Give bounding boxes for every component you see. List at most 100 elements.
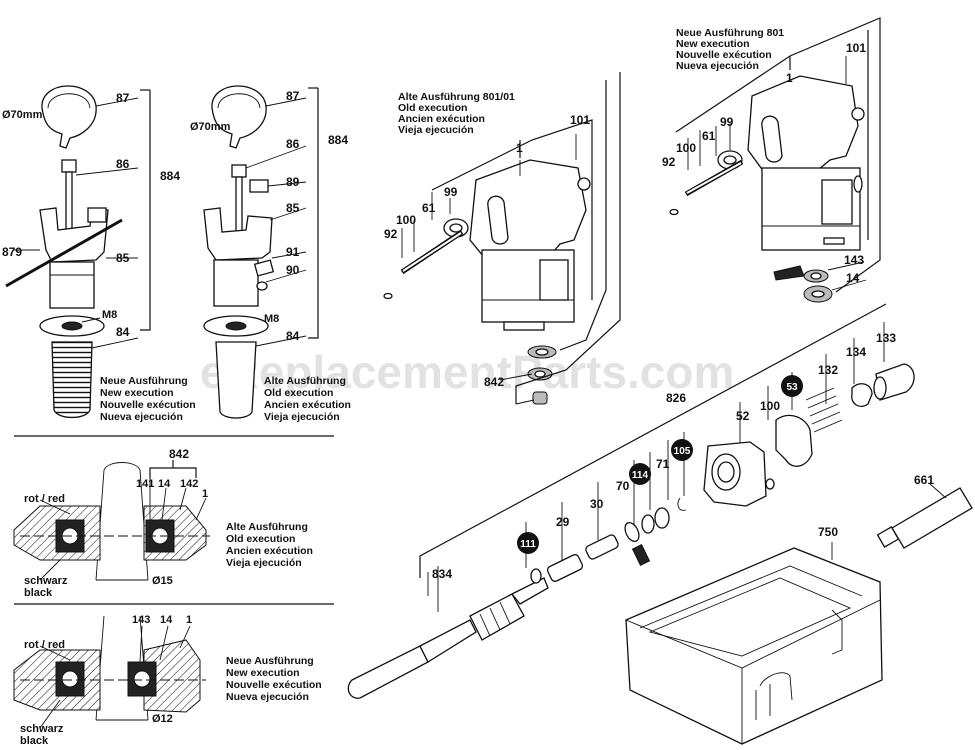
part-number-143: 143 bbox=[844, 253, 864, 267]
svg-text:New execution: New execution bbox=[100, 387, 174, 399]
gear-housing-new bbox=[669, 17, 881, 303]
svg-text:Nouvelle exécution: Nouvelle exécution bbox=[100, 399, 196, 411]
part-number-100-new: 100 bbox=[676, 141, 696, 155]
part-number-101-old: 101 bbox=[570, 113, 590, 127]
svg-text:Ancien exécution: Ancien exécution bbox=[398, 113, 485, 125]
part-number-30: 30 bbox=[590, 497, 604, 511]
gear-housing-old bbox=[383, 72, 621, 405]
diameter-label-12: Ø12 bbox=[152, 713, 173, 725]
part-number-92-new: 92 bbox=[662, 155, 676, 169]
svg-text:Nouvelle exécution: Nouvelle exécution bbox=[676, 49, 772, 61]
svg-text:Ancien exécution: Ancien exécution bbox=[226, 545, 313, 557]
part-number-89: 89 bbox=[286, 175, 300, 189]
svg-text:Old execution: Old execution bbox=[398, 102, 467, 114]
part-number-661: 661 bbox=[914, 473, 934, 487]
caption-new-execution-detail: Neue Ausführung New execution Nouvelle e… bbox=[226, 655, 322, 703]
diameter-label-15: Ø15 bbox=[152, 575, 173, 587]
part-number-132: 132 bbox=[818, 363, 838, 377]
bearing-detail-old bbox=[13, 460, 210, 581]
part-number-884-old: 884 bbox=[328, 133, 348, 147]
svg-text:Neue Ausführung 801: Neue Ausführung 801 bbox=[676, 27, 784, 39]
part-number-14-detail-new: 14 bbox=[160, 614, 173, 626]
svg-text:Neue Ausführung: Neue Ausführung bbox=[100, 375, 188, 387]
badge-105: 105 bbox=[671, 439, 693, 461]
part-number-133: 133 bbox=[876, 331, 896, 345]
part-number-86-old: 86 bbox=[286, 137, 300, 151]
svg-text:Alte Ausführung: Alte Ausführung bbox=[264, 375, 346, 387]
svg-text:105: 105 bbox=[674, 446, 691, 457]
part-number-750: 750 bbox=[818, 525, 838, 539]
diameter-label-70mm-old: Ø70mm bbox=[190, 121, 231, 133]
svg-text:Nueva ejecución: Nueva ejecución bbox=[100, 411, 183, 423]
svg-text:Vieja ejecución: Vieja ejecución bbox=[398, 124, 474, 136]
badge-53: 53 bbox=[781, 375, 803, 397]
part-number-84: 84 bbox=[116, 325, 130, 339]
thread-label-m8: M8 bbox=[102, 309, 117, 321]
part-number-61-old: 61 bbox=[422, 201, 436, 215]
part-number-826: 826 bbox=[666, 391, 686, 405]
handle-assembly-new bbox=[5, 85, 151, 419]
part-number-100-old: 100 bbox=[396, 213, 416, 227]
diameter-label-70mm: Ø70mm bbox=[2, 109, 43, 121]
part-number-99-new: 99 bbox=[720, 115, 734, 129]
svg-text:Ancien exécution: Ancien exécution bbox=[264, 399, 351, 411]
part-number-70: 70 bbox=[616, 479, 630, 493]
part-number-87-old: 87 bbox=[286, 89, 300, 103]
thread-label-m8-old: M8 bbox=[264, 313, 279, 325]
part-number-842-detail: 842 bbox=[169, 447, 189, 461]
carrying-case bbox=[625, 542, 883, 745]
part-number-91: 91 bbox=[286, 245, 300, 259]
caption-old-execution-handle: Alte Ausführung Old execution Ancien exé… bbox=[264, 375, 351, 423]
svg-text:New execution: New execution bbox=[676, 38, 750, 50]
caption-old-execution-detail: Alte Ausführung Old execution Ancien exé… bbox=[226, 521, 313, 569]
caption-new-execution-housing: Neue Ausführung 801 New execution Nouvel… bbox=[676, 27, 784, 72]
label-rot-red: rot / red bbox=[24, 493, 65, 505]
label-schwarz-new: schwarz bbox=[20, 723, 64, 735]
svg-text:Alte Ausführung: Alte Ausführung bbox=[226, 521, 308, 533]
caption-new-execution-left: Neue Ausführung New execution Nouvelle e… bbox=[100, 375, 196, 423]
part-number-99-old: 99 bbox=[444, 185, 458, 199]
label-schwarz: schwarz bbox=[24, 575, 68, 587]
part-number-879: 879 bbox=[2, 245, 22, 259]
svg-text:Old execution: Old execution bbox=[226, 533, 295, 545]
part-number-71: 71 bbox=[656, 457, 670, 471]
handle-assembly-old bbox=[203, 85, 319, 419]
svg-text:New execution: New execution bbox=[226, 667, 300, 679]
svg-text:Neue Ausführung: Neue Ausführung bbox=[226, 655, 314, 667]
caption-old-execution-housing: Alte Ausführung 801/01 Old execution Anc… bbox=[398, 91, 515, 136]
label-rot-red-new: rot / red bbox=[24, 639, 65, 651]
part-number-92-old: 92 bbox=[384, 227, 398, 241]
part-number-87: 87 bbox=[116, 91, 130, 105]
part-number-14: 14 bbox=[846, 271, 860, 285]
part-number-84-old: 84 bbox=[286, 329, 300, 343]
svg-text:Vieja ejecución: Vieja ejecución bbox=[264, 411, 340, 423]
part-number-100-spindle: 100 bbox=[760, 399, 780, 413]
part-number-142: 142 bbox=[180, 478, 198, 490]
part-number-14-detail: 14 bbox=[158, 478, 171, 490]
part-number-143-detail: 143 bbox=[132, 614, 150, 626]
svg-text:Old execution: Old execution bbox=[264, 387, 333, 399]
bearing-detail-new bbox=[13, 615, 206, 729]
part-number-1-old: 1 bbox=[516, 141, 523, 155]
svg-text:Nueva ejecución: Nueva ejecución bbox=[226, 691, 309, 703]
part-number-1-new: 1 bbox=[786, 71, 793, 85]
part-number-141: 141 bbox=[136, 478, 154, 490]
part-number-842: 842 bbox=[484, 375, 504, 389]
part-number-61-new: 61 bbox=[702, 129, 716, 143]
watermark-text: eReplacementParts.com bbox=[200, 346, 734, 398]
svg-text:53: 53 bbox=[786, 382, 798, 393]
part-number-85: 85 bbox=[116, 251, 130, 265]
part-number-29: 29 bbox=[556, 515, 570, 529]
badge-114: 114 bbox=[629, 463, 651, 485]
part-number-52: 52 bbox=[736, 409, 750, 423]
svg-text:111: 111 bbox=[520, 539, 536, 550]
spindle-assembly bbox=[347, 303, 915, 699]
part-number-884: 884 bbox=[160, 169, 180, 183]
part-number-85-old: 85 bbox=[286, 201, 300, 215]
svg-text:Vieja ejecución: Vieja ejecución bbox=[226, 557, 302, 569]
grease-tube bbox=[876, 483, 973, 549]
label-black: black bbox=[24, 587, 53, 599]
part-number-134: 134 bbox=[846, 345, 866, 359]
svg-text:114: 114 bbox=[632, 470, 649, 481]
